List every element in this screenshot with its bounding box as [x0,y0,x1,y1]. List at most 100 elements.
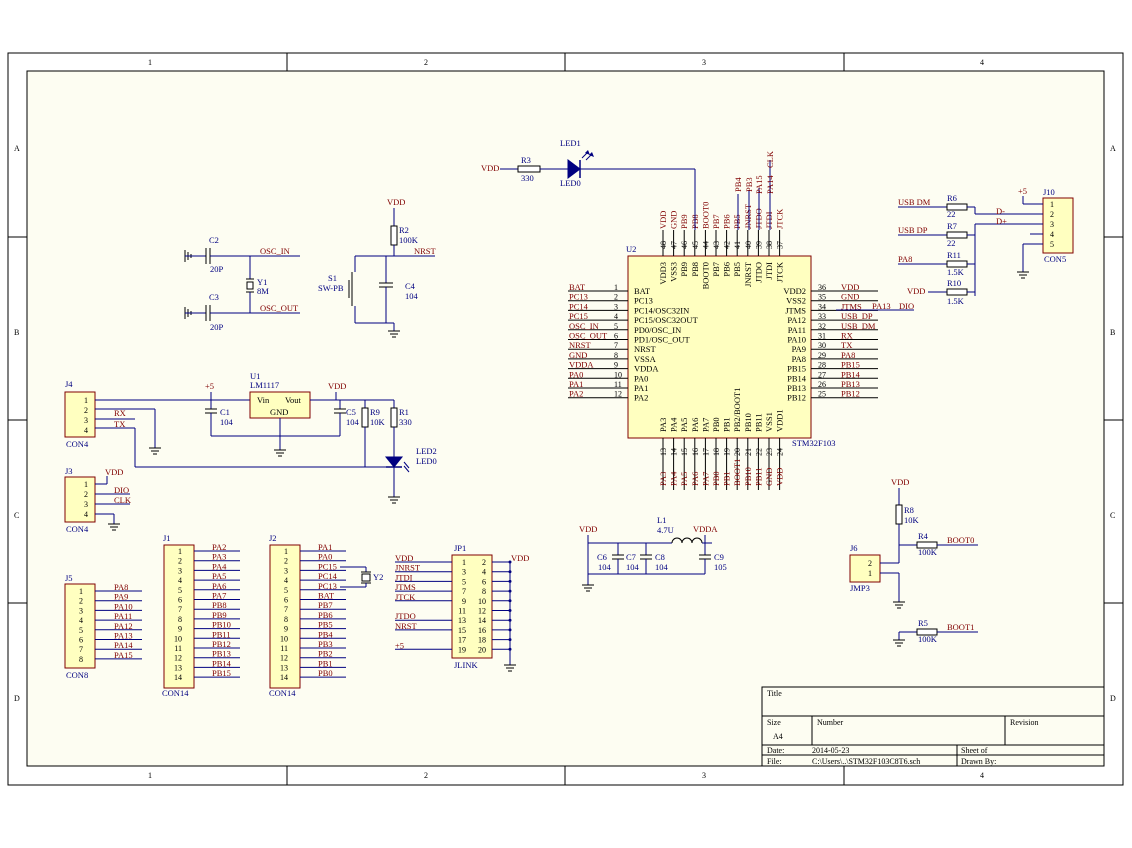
mcu-pin-name: JTDI [764,262,774,280]
mcu-pin-name: JNRST [743,261,753,287]
mcu-u2[interactable]: U2 STM32F103 BAT1BATPC132PC13PC14/OSC32I… [568,150,914,490]
led2-value: LED0 [416,456,437,466]
r11-designator: R11 [947,250,961,260]
c9-value: 105 [714,562,727,572]
mcu-net-label: PC13 [569,292,588,302]
mcu-net-label: OSC_OUT [569,331,608,341]
mcu-net-label: USB_DP [841,311,873,321]
j6-pin-1: 1 [868,569,872,578]
jp1-net-label: JTDO [395,611,416,621]
j2-net-label: PC15 [318,561,337,571]
j5-net-label: PA13 [114,631,133,641]
mcu-pin-number: 13 [659,448,668,456]
mcu-net-label: PB12 [841,389,860,399]
usb-circuit[interactable]: J10 CON5 1 2 3 4 5 +5 USB DM R6 22 D- US… [898,186,1074,306]
title-label: Title [767,689,782,698]
row-label-left-d: D [14,694,20,703]
mcu-pin-number: 27 [818,370,826,379]
jp1-pin-number-even: 20 [478,645,486,654]
net-label-vdd-usb: VDD [907,286,925,296]
led1-circuit[interactable]: VDD R3 330 LED1 LED0 [481,138,696,230]
jp1-net-label: JNRST [395,563,421,573]
c7-designator: C7 [626,552,636,562]
mcu-net-label: PA8 [841,350,855,360]
j4-pin-1: 1 [84,396,88,405]
j1-pin-number: 12 [174,654,182,663]
mcu-net-label: PA6 [690,472,700,486]
j10-part: CON5 [1044,254,1066,264]
net-label-dio-j3: DIO [114,485,129,495]
j3-connector[interactable]: J3 CON4 1 2 3 4 VDD DIO CLK [64,466,132,534]
col-label-bottom-1: 1 [148,771,152,780]
c2-designator: C2 [209,235,219,245]
mcu-pin-name: VDD2 [783,286,806,296]
mcu-net-label: PA1 [569,379,583,389]
mcu-pin-name: PB10 [743,413,753,432]
c3-designator: C3 [209,292,219,302]
j4-part: CON4 [66,439,89,449]
jp1-pin-number-odd: 17 [458,636,466,645]
mcu-pin-number: 22 [754,448,763,456]
mcu-net-label: USB_DM [841,321,876,331]
j2-net-label: PB7 [318,600,333,610]
mcu-pin-name: PA11 [788,325,806,335]
net-label-boot1: BOOT1 [947,622,974,632]
j5-pin-number: 6 [79,636,83,645]
reset-circuit[interactable]: VDD R2 100K NRST S1 SW-PB C4 104 [318,197,437,338]
mcu-body[interactable] [627,255,812,439]
net-label-rx: RX [114,408,126,418]
j1-net-label: PA4 [212,561,227,571]
filter-circuit[interactable]: VDD C6 104 C7 104 C8 104 L1 4.7U VDDA C9… [579,515,727,592]
j1-net-label: PA6 [212,581,226,591]
jp1-pin-number-odd: 15 [458,626,466,635]
r8-value: 10K [904,515,920,525]
j10-pin-5: 5 [1050,240,1054,249]
row-label-right-a: A [1110,144,1116,153]
mcu-pin-number: 37 [776,241,785,249]
j2-pin-number: 13 [280,663,288,672]
mcu-net-label: GND [764,468,774,486]
j2-net-label: PC14 [318,571,338,581]
mcu-pin-number: 1 [614,283,618,292]
net-label-pa8-usb: PA8 [898,254,912,264]
j1-net-label: PA3 [212,552,226,562]
mcu-pin-name: PA12 [787,315,806,325]
mcu-net-label: NRST [569,340,592,350]
net-label-vdd-j3: VDD [105,467,123,477]
j3-pin-3: 3 [84,500,88,509]
mcu-net-label: BAT [569,282,586,292]
jp1-pin-number-even: 10 [478,597,486,606]
jp1-pin-number-odd: 13 [458,616,466,625]
j1-pin-number: 1 [178,547,182,556]
mcu-part: STM32F103 [792,438,835,448]
j1-pin-number: 6 [178,596,182,605]
c4-value: 104 [405,291,419,301]
r7-value: 22 [947,238,956,248]
mcu-pin-number: 34 [818,302,826,311]
mcu-pin-number: 18 [712,448,721,456]
mcu-pin-number: 14 [670,448,679,456]
r8-designator: R8 [904,505,914,515]
j1-pin-number: 7 [178,605,182,614]
jp1-junction [508,647,512,651]
jp1-pin-number-even: 2 [482,558,486,567]
mcu-pin-name: VDD1 [775,409,785,432]
mcu-pin-name: PB5 [732,262,742,277]
u1-designator: U1 [250,371,260,381]
mcu-pin-name: PA8 [792,354,806,364]
power-circuit[interactable]: J4 CON4 1 2 3 4 RX TX +5 C1 104 U1 LM111… [64,371,437,504]
mcu-pin-number: 15 [680,448,689,456]
oscillator-circuit[interactable]: C2 20P OSC_IN C3 20P OSC_OUT Y1 8M [184,235,300,332]
mcu-pin-number: 38 [765,241,774,249]
mcu-pin-name: PB2/BOOT1 [732,388,742,432]
mcu-pin-name: PB6 [722,262,732,277]
net-label-dplus: D+ [996,216,1007,226]
row-label-right-d: D [1110,694,1116,703]
mcu-net-label: PA0 [569,369,583,379]
boot-circuit[interactable]: VDD R8 10K R4 100K BOOT0 J6 JMP3 2 1 R5 … [849,477,978,647]
u1-vout-label: Vout [285,395,302,405]
